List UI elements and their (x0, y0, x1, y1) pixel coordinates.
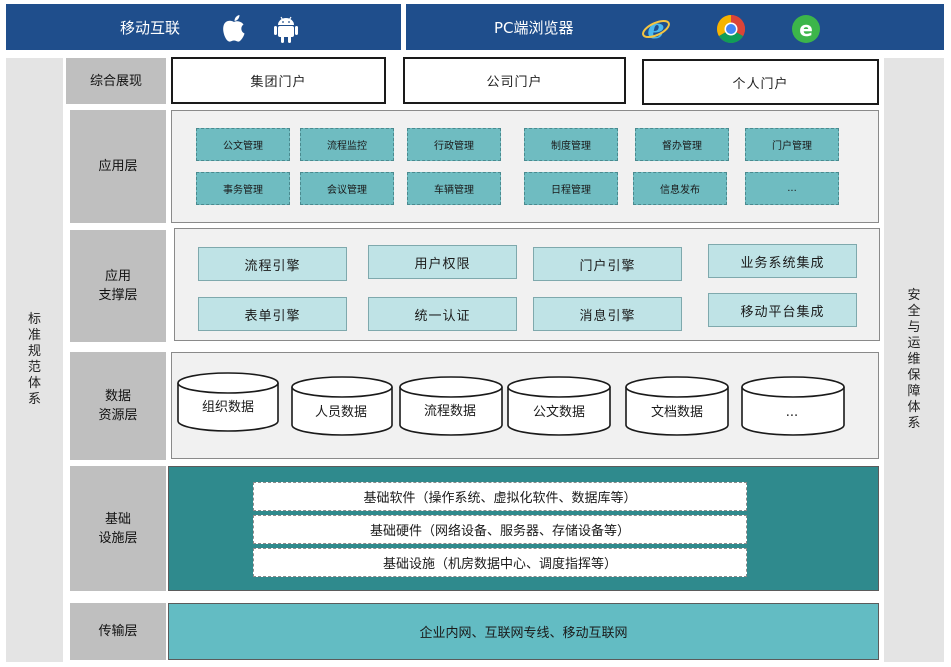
support-item: 消息引擎 (533, 297, 682, 331)
pc-header-title: PC端浏览器 (494, 18, 574, 37)
support-item: 移动平台集成 (708, 293, 857, 327)
portal-personal: 个人门户 (642, 59, 879, 105)
portal-company: 公司门户 (403, 57, 626, 104)
app-item: 门户管理 (745, 128, 839, 161)
app-item: 制度管理 (524, 128, 618, 161)
data-cylinder-label: 公文数据 (532, 404, 585, 420)
cylinder-shapes (177, 372, 845, 436)
support-row-label-line1: 应用 (104, 269, 131, 284)
standards-column-label: 标准规范体系 (27, 312, 41, 407)
support-item: 业务系统集成 (708, 244, 857, 278)
apple-icon (218, 13, 250, 45)
data-cylinder (291, 376, 393, 436)
app-item: 公文管理 (196, 128, 290, 161)
data-row-label-line2: 资源层 (98, 408, 138, 423)
support-panel: 流程引擎 用户权限 门户引擎 业务系统集成 表单引擎 统一认证 消息引擎 移动平… (174, 228, 880, 341)
support-row-label: 应用 支撑层 (70, 230, 166, 342)
edge-icon: e (790, 13, 822, 45)
standards-column: 标准规范体系 (6, 58, 63, 662)
support-row-label-line2: 支撑层 (98, 288, 138, 303)
app-item: 信息发布 (633, 172, 727, 205)
infrastructure-row-label: 基础 设施层 (70, 466, 166, 591)
data-row-label-line1: 数据 (104, 389, 131, 404)
support-item: 统一认证 (368, 297, 517, 331)
mobile-header-title: 移动互联 (120, 18, 181, 37)
pc-header-bar: PC端浏览器 e e (406, 4, 944, 50)
support-item: 门户引擎 (533, 247, 682, 281)
app-item: 督办管理 (635, 128, 729, 161)
chrome-icon (715, 13, 747, 45)
data-cylinder-label: 文档数据 (650, 404, 703, 420)
support-item: 流程引擎 (198, 247, 347, 281)
app-item: 行政管理 (407, 128, 501, 161)
data-panel: 组织数据 人员数据 流程数据 公文数据 文档数据 ... (171, 352, 879, 459)
data-cylinder (625, 376, 729, 436)
ie-icon: e (640, 13, 672, 45)
application-row-label: 应用层 (70, 110, 166, 223)
infrastructure-row-label-line1: 基础 (104, 511, 131, 527)
data-cylinder (177, 372, 279, 432)
transport-row-label: 传输层 (70, 603, 166, 660)
mobile-header-bar: 移动互联 (6, 4, 401, 50)
support-item: 表单引擎 (198, 297, 347, 331)
support-item: 用户权限 (368, 245, 517, 279)
data-cylinder-label: ... (785, 404, 799, 420)
security-ops-column: 安全与运维保障体系 (884, 58, 944, 662)
data-cylinder (399, 376, 503, 436)
infrastructure-item: 基础硬件（网络设备、服务器、存储设备等） (253, 515, 747, 544)
android-icon (270, 13, 302, 45)
svg-text:e: e (799, 17, 813, 41)
data-cylinder-label: 人员数据 (314, 404, 367, 420)
app-item: 事务管理 (196, 172, 290, 205)
infrastructure-item: 基础软件（操作系统、虚拟化软件、数据库等） (253, 482, 747, 511)
data-cylinder (741, 376, 845, 436)
app-item: ... (745, 172, 839, 205)
security-ops-column-label: 安全与运维保障体系 (907, 288, 921, 431)
data-cylinder (507, 376, 611, 436)
infrastructure-row-label-line2: 设施层 (98, 530, 138, 546)
application-panel: 公文管理 流程监控 行政管理 制度管理 督办管理 门户管理 事务管理 会议管理 … (171, 110, 879, 223)
app-item: 流程监控 (300, 128, 394, 161)
app-item: 日程管理 (524, 172, 618, 205)
data-row-label: 数据 资源层 (70, 352, 166, 460)
data-cylinder-label: 组织数据 (201, 399, 254, 415)
presentation-row-label: 综合展现 (66, 58, 166, 104)
app-item: 会议管理 (300, 172, 394, 205)
infrastructure-item: 基础设施（机房数据中心、调度指挥等） (253, 548, 747, 577)
infrastructure-panel: 基础软件（操作系统、虚拟化软件、数据库等） 基础硬件（网络设备、服务器、存储设备… (168, 466, 879, 591)
svg-text:e: e (647, 14, 664, 44)
transport-panel: 企业内网、互联网专线、移动互联网 (168, 603, 879, 660)
app-item: 车辆管理 (407, 172, 501, 205)
data-cylinder-label: 流程数据 (423, 403, 476, 419)
portal-group: 集团门户 (171, 57, 386, 104)
